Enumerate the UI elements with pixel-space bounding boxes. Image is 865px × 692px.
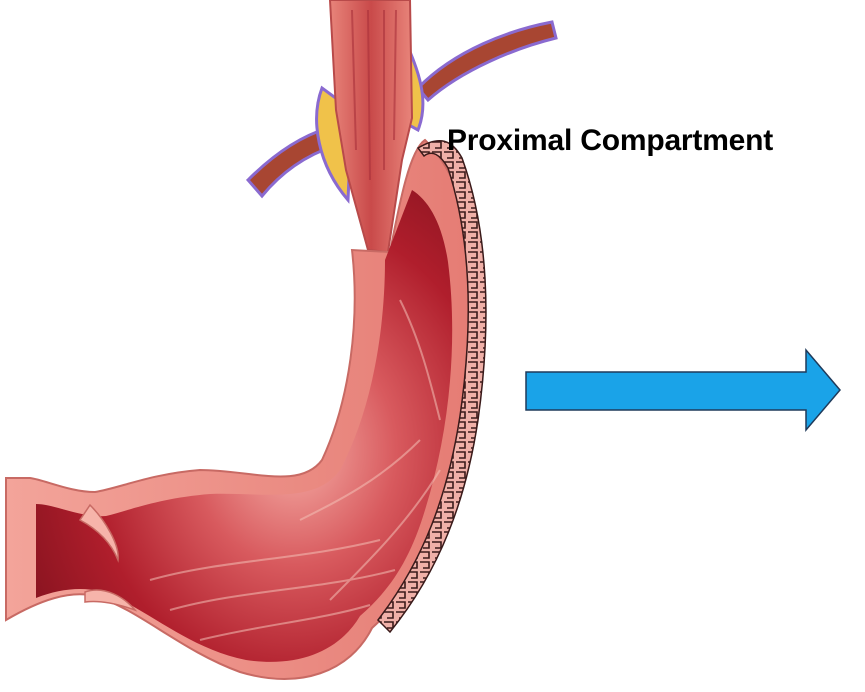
proximal-compartment-label: Proximal Compartment <box>447 124 773 158</box>
vessel-upper-right <box>418 22 556 100</box>
right-arrow-icon <box>526 350 840 430</box>
